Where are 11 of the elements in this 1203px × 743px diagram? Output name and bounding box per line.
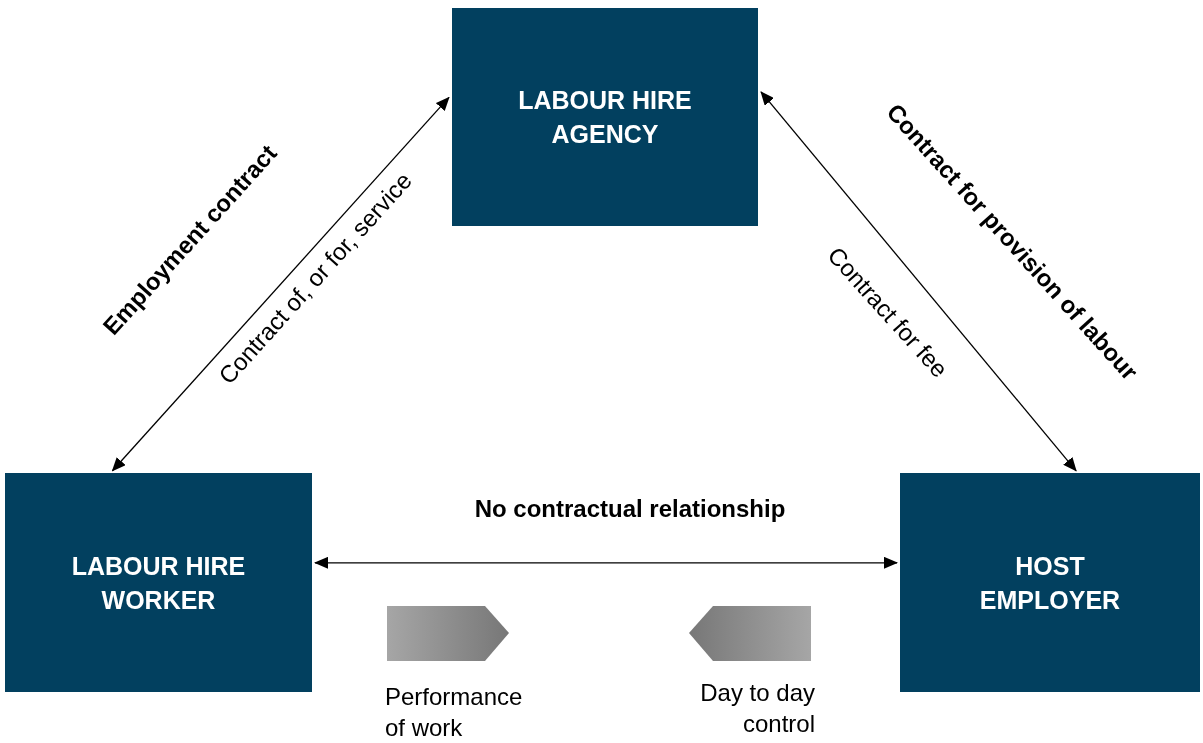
entity-box xyxy=(452,8,758,226)
box-title: HOST EMPLOYER xyxy=(978,550,1122,616)
annotation-text: Performance of work xyxy=(385,682,524,743)
entity-box xyxy=(5,473,312,692)
entity-box xyxy=(900,473,1200,692)
double-arrow xyxy=(760,91,1077,472)
box-title: LABOUR HIRE AGENCY xyxy=(517,85,693,150)
box-title: LABOUR HIRE WORKER xyxy=(70,550,247,616)
double-arrow xyxy=(314,556,898,569)
double-arrow xyxy=(111,96,450,472)
annotation-text: Day to day control xyxy=(699,678,815,739)
